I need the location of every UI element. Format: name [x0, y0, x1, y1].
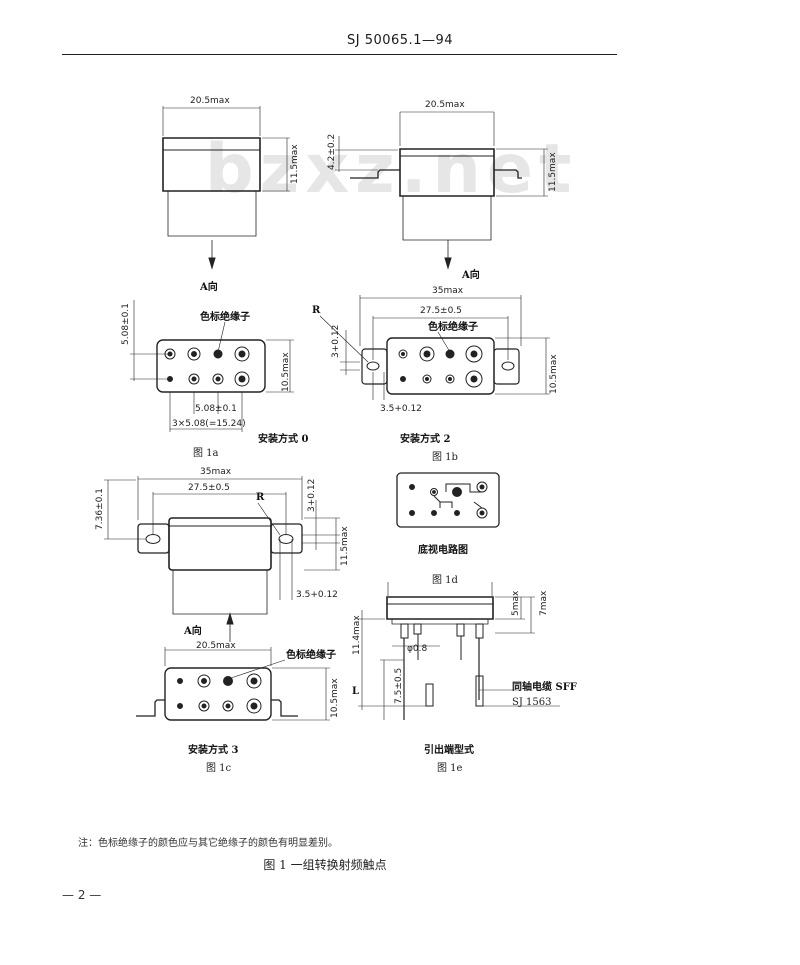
fig1e-dim-top: 5max — [511, 590, 521, 616]
fig1a-color-insulator: 色标绝缘子 — [200, 310, 250, 323]
fig1b-dim-h2: 10.5max — [549, 354, 559, 394]
fig1b-dim-flange: 4.2±0.2 — [327, 134, 337, 170]
fig1c-dim-slot: 3+0.12 — [307, 479, 317, 512]
fig1a-dim-width: 20.5max — [190, 96, 230, 106]
page-number: — 2 — — [62, 888, 102, 902]
figure-title: 图 1 一组转换射频触点 — [263, 858, 387, 872]
fig1c-caption: 图 1c — [206, 762, 232, 774]
fig1a-view-arrow: A向 — [199, 280, 218, 293]
fig1b-dim-slot2: 3.5+0.12 — [380, 404, 422, 414]
fig1e-dim-L: L — [352, 686, 359, 697]
fig1e-terminal — [358, 582, 560, 720]
fig1c-dim-left: 7.36±0.1 — [95, 488, 105, 530]
fig1a-bottom-view — [130, 300, 294, 432]
fig1e-caption: 图 1e — [437, 762, 463, 774]
fig1a-dim-height: 11.5max — [290, 144, 300, 184]
fig1d-circuit-label: 底视电路图 — [418, 543, 468, 556]
fig1c-dim-height: 11.5max — [340, 526, 350, 566]
fig1b-mount-label: 安装方式 2 — [400, 432, 450, 445]
fig1b-bottom-view — [320, 295, 550, 400]
fig1c-color-insulator: 色标绝缘子 — [286, 648, 336, 661]
standard-code: SJ 50065.1—94 — [346, 33, 454, 48]
fig1b-caption: 图 1b — [432, 451, 458, 463]
fig1b-dim-height: 11.5max — [548, 152, 558, 192]
footnote: 注：色标绝缘子的颜色应与其它绝缘子的颜色有明显差别。 — [78, 838, 338, 849]
fig1e-coax-label: 同轴电缆 SFF — [512, 680, 577, 693]
fig1a-dim-pin-v: 5.08±0.1 — [121, 303, 131, 345]
header-rule — [62, 54, 617, 55]
fig1b-dim-overall: 35max — [432, 286, 464, 296]
fig1c-side-view — [104, 476, 340, 642]
fig1d-circuit — [397, 473, 499, 527]
fig1e-dim-top2: 7max — [539, 590, 549, 616]
fig1c-view-arrow: A向 — [183, 624, 202, 637]
fig1a-dim-h2: 10.5max — [281, 352, 291, 392]
fig1e-mount-label: 引出端型式 — [424, 743, 474, 756]
fig1e-dim-dia: φ0.8 — [407, 644, 428, 654]
fig1e-dim-pin: 7.5±0.5 — [394, 668, 404, 704]
fig1a-caption: 图 1a — [193, 447, 219, 459]
fig1a-mount-label: 安装方式 0 — [258, 432, 308, 445]
fig1b-view-arrow: A向 — [461, 268, 480, 281]
fig1c-bottom-view — [136, 647, 330, 720]
fig1e-coax-std: SJ 1563 — [512, 697, 552, 708]
fig1c-dim-overall: 35max — [200, 467, 232, 477]
fig1b-dim-holes: 27.5±0.5 — [420, 306, 462, 316]
fig1a-dim-total: 3×5.08(=15.24) — [172, 419, 246, 429]
fig1d-caption: 图 1d — [432, 574, 459, 586]
fig1c-dim-width: 20.5max — [196, 641, 236, 651]
fig1a-side-view — [163, 106, 290, 268]
fig1b-radius: R — [312, 305, 321, 316]
fig1b-dim-width: 20.5max — [425, 100, 465, 110]
fig1c-dim-holes: 27.5±0.5 — [188, 483, 230, 493]
fig1c-mount-label: 安装方式 3 — [188, 743, 238, 756]
fig1c-dim-slot2: 3.5+0.12 — [296, 590, 338, 600]
fig1b-dim-slot: 3+0.12 — [331, 325, 341, 358]
fig1b-side-view — [335, 112, 548, 268]
fig1e-dim-total: 11.4max — [352, 615, 362, 655]
fig1a-dim-pin-h: 5.08±0.1 — [195, 404, 237, 414]
fig1c-dim-h2: 10.5max — [330, 678, 340, 718]
fig1c-radius: R — [256, 492, 265, 503]
fig1b-color-insulator: 色标绝缘子 — [428, 320, 478, 333]
